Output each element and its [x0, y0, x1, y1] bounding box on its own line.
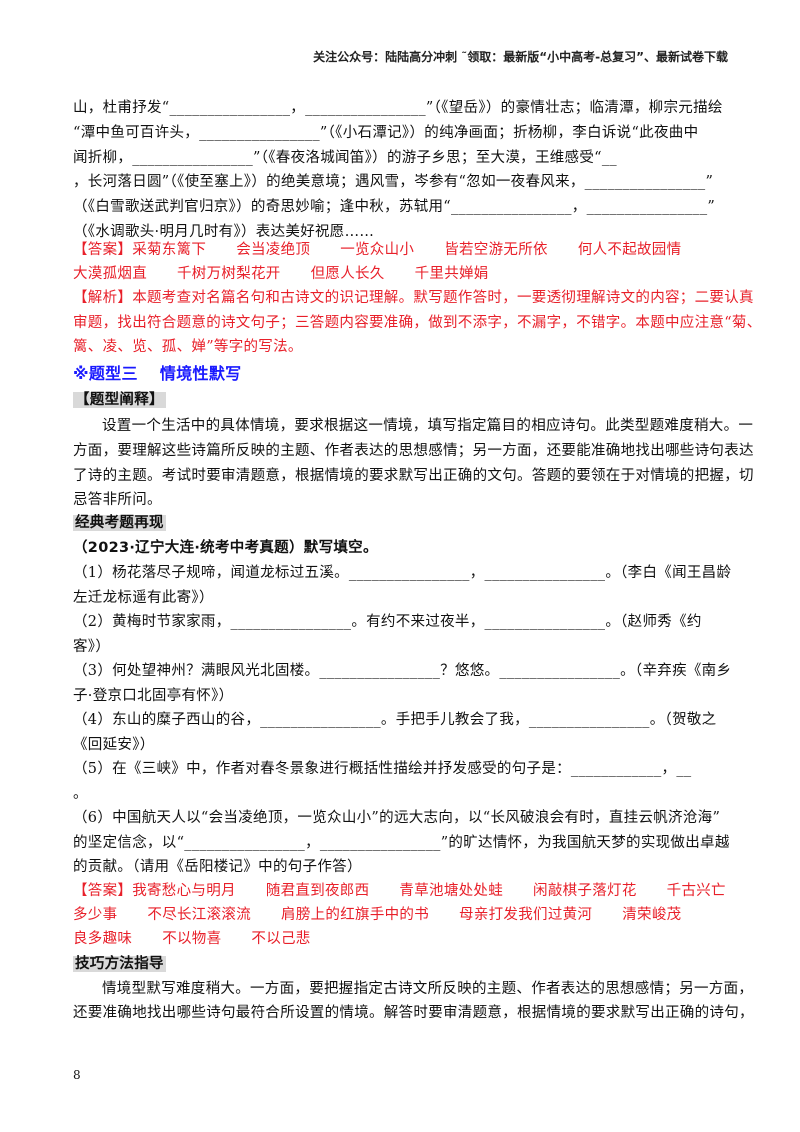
answer-item: 不以物喜: [162, 931, 222, 947]
intro-line: 闻折柳，________________”（《春夜洛城闻笛》）的游子乡思；至大漠…: [73, 150, 617, 166]
type-label: 【题型阐释】: [73, 392, 166, 408]
answer-label: 【答案】: [73, 883, 133, 899]
question-line: （6）中国航天人以“会当凌绝顶，一览众山小”的远大志向，以“长风破浪会有时，直挂…: [73, 810, 721, 826]
question-line: 《回延安》）: [73, 737, 155, 753]
answer-item: 青草池塘处处蛙: [399, 883, 504, 899]
analysis-line: 篱、凌、览、孤、婵”等字的写法。: [73, 339, 303, 355]
type-para-line: 方面，要理解这些诗篇所反映的主题、作者表达的思想感情；另一方面，还要能准确地找出…: [73, 443, 754, 459]
question-line: 的贡献。（请用《岳阳楼记》中的句子作答）: [73, 859, 362, 875]
answer2-line-1: 【答案】我寄愁心与明月 随君直到夜郎西 青草池塘处处蛙 闲敲棋子落灯花 千古兴亡: [73, 881, 733, 901]
page-header: 关注公众号：陆陆高分冲刺 ˜领取：最新版“小中高考-总复习”、最新试卷下载: [313, 50, 728, 64]
answer-item: 大漠孤烟直: [73, 266, 147, 282]
answer-item: 多少事: [73, 907, 118, 923]
answer-item: 我寄愁心与明月: [132, 883, 236, 899]
answer-item: 但愿人长久: [310, 266, 385, 282]
answer-item: 千树万树梨花开: [177, 266, 281, 282]
answer-item: 随君直到夜郎西: [265, 883, 370, 899]
answer-item: 母亲打发我们过黄河: [459, 907, 593, 923]
section-title: ※题型三 情境性默写: [73, 364, 242, 383]
question-line: （1）杨花落尽子规啼，闻道龙标过五溪。________________，____…: [73, 565, 732, 581]
question-title: （2023·辽宁大连·统考中考真题）默写填空。: [73, 540, 378, 556]
classic-label: 经典考题再现: [73, 515, 166, 531]
answer-item: 良多趣味: [73, 931, 133, 947]
type-para-line: 了诗的主题。考试时要审清题意，根据情境的要求默写出正确的文句。答题的要领在于对情…: [73, 468, 754, 484]
intro-line: ，长河落日圆”（《使至塞上》）的绝美意境；遇风雪，岑参有“忽如一夜春风来，___…: [73, 174, 714, 190]
answer-item: 何人不起故园情: [577, 242, 682, 258]
question-line: （2）黄梅时节家家雨，________________。有约不来过夜半，____…: [73, 614, 702, 630]
tips-label: 技巧方法指导: [73, 956, 166, 972]
answer-line-2: 大漠孤烟直 千树万树梨花开 但愿人长久 千里共婵娟: [73, 264, 733, 284]
analysis-line: 审题，找出符合题意的诗文句子；三答题内容要准确，做到不添字，不漏字，不错字。本题…: [73, 315, 762, 331]
question-line: （5）在《三峡》中，作者对春冬景象进行概括性描绘并抒发感受的句子是：______…: [73, 761, 692, 777]
question-line: 客》）: [73, 639, 111, 655]
answer-line-1: 【答案】采菊东篱下 会当凌绝顶 一览众山小 皆若空游无所依 何人不起故园情: [73, 240, 733, 260]
intro-line: “潭中鱼可百许头，________________”（《小石潭记》）的纯净画面；…: [73, 125, 699, 141]
answer-item: 肩膀上的红旗手中的书: [281, 907, 430, 923]
answer-item: 采菊东篱下: [132, 242, 207, 258]
question-line: （4）东山的糜子西山的谷，________________。手把手儿教会了我，_…: [73, 712, 717, 728]
answer-label: 【答案】: [73, 242, 133, 258]
page-number: 8: [73, 1068, 81, 1082]
answer-item: 不尽长江滚滚流: [147, 907, 252, 923]
type-para-line: 设置一个生活中的具体情境，要求根据这一情境，填写指定篇目的相应诗句。此类型题难度…: [102, 418, 754, 434]
type-para-line: 忌答非所问。: [73, 492, 162, 508]
question-line: 子·登京口北固亭有怀》）: [73, 688, 234, 704]
answer-item: 会当凌绝顶: [236, 242, 311, 258]
intro-line: （《水调歌头·明月几时有》）表达美好祝愿……: [73, 224, 375, 240]
tips-para-line: 情境型默写难度稍大。一方面，要把握指定古诗文所反映的主题、作者表达的思想感情；另…: [102, 981, 754, 997]
answer-item: 一览众山小: [340, 242, 415, 258]
answer-item: 闲敲棋子落灯花: [533, 883, 637, 899]
question-line: 的坚定信念，以“________________，_______________…: [73, 835, 730, 851]
answer2-line-2: 多少事 不尽长江滚滚流 肩膀上的红旗手中的书 母亲打发我们过黄河 清荣峻茂: [73, 905, 733, 925]
answer-item: 清荣峻茂: [622, 907, 682, 923]
answer-item: 千古兴亡: [666, 883, 726, 899]
intro-line: （《白雪歌送武判官归京》）的奇思妙喻；逢中秋，苏轼用“_____________…: [73, 199, 716, 215]
answer-item: 皆若空游无所依: [444, 242, 548, 258]
intro-line: 山，杜甫抒发“________________，________________…: [73, 100, 723, 116]
answer2-line-3: 良多趣味 不以物喜 不以己悲: [73, 929, 733, 949]
question-line: 。: [73, 786, 88, 802]
answer-item: 千里共婵娟: [414, 266, 489, 282]
answer-item: 不以己悲: [251, 931, 311, 947]
tips-para-line: 还要准确地找出哪些诗句最符合所设置的情境。解答时要审清题意，根据情境的要求默写出…: [73, 1005, 754, 1021]
analysis-line: 【解析】本题考查对名篇名句和古诗文的识记理解。默写题作答时，一要透彻理解诗文的内…: [73, 290, 754, 306]
question-line: （3）何处望神州？满眼风光北固楼。________________？悠悠。___…: [73, 663, 732, 679]
question-line: 左迁龙标遥有此寄》）: [73, 590, 214, 606]
